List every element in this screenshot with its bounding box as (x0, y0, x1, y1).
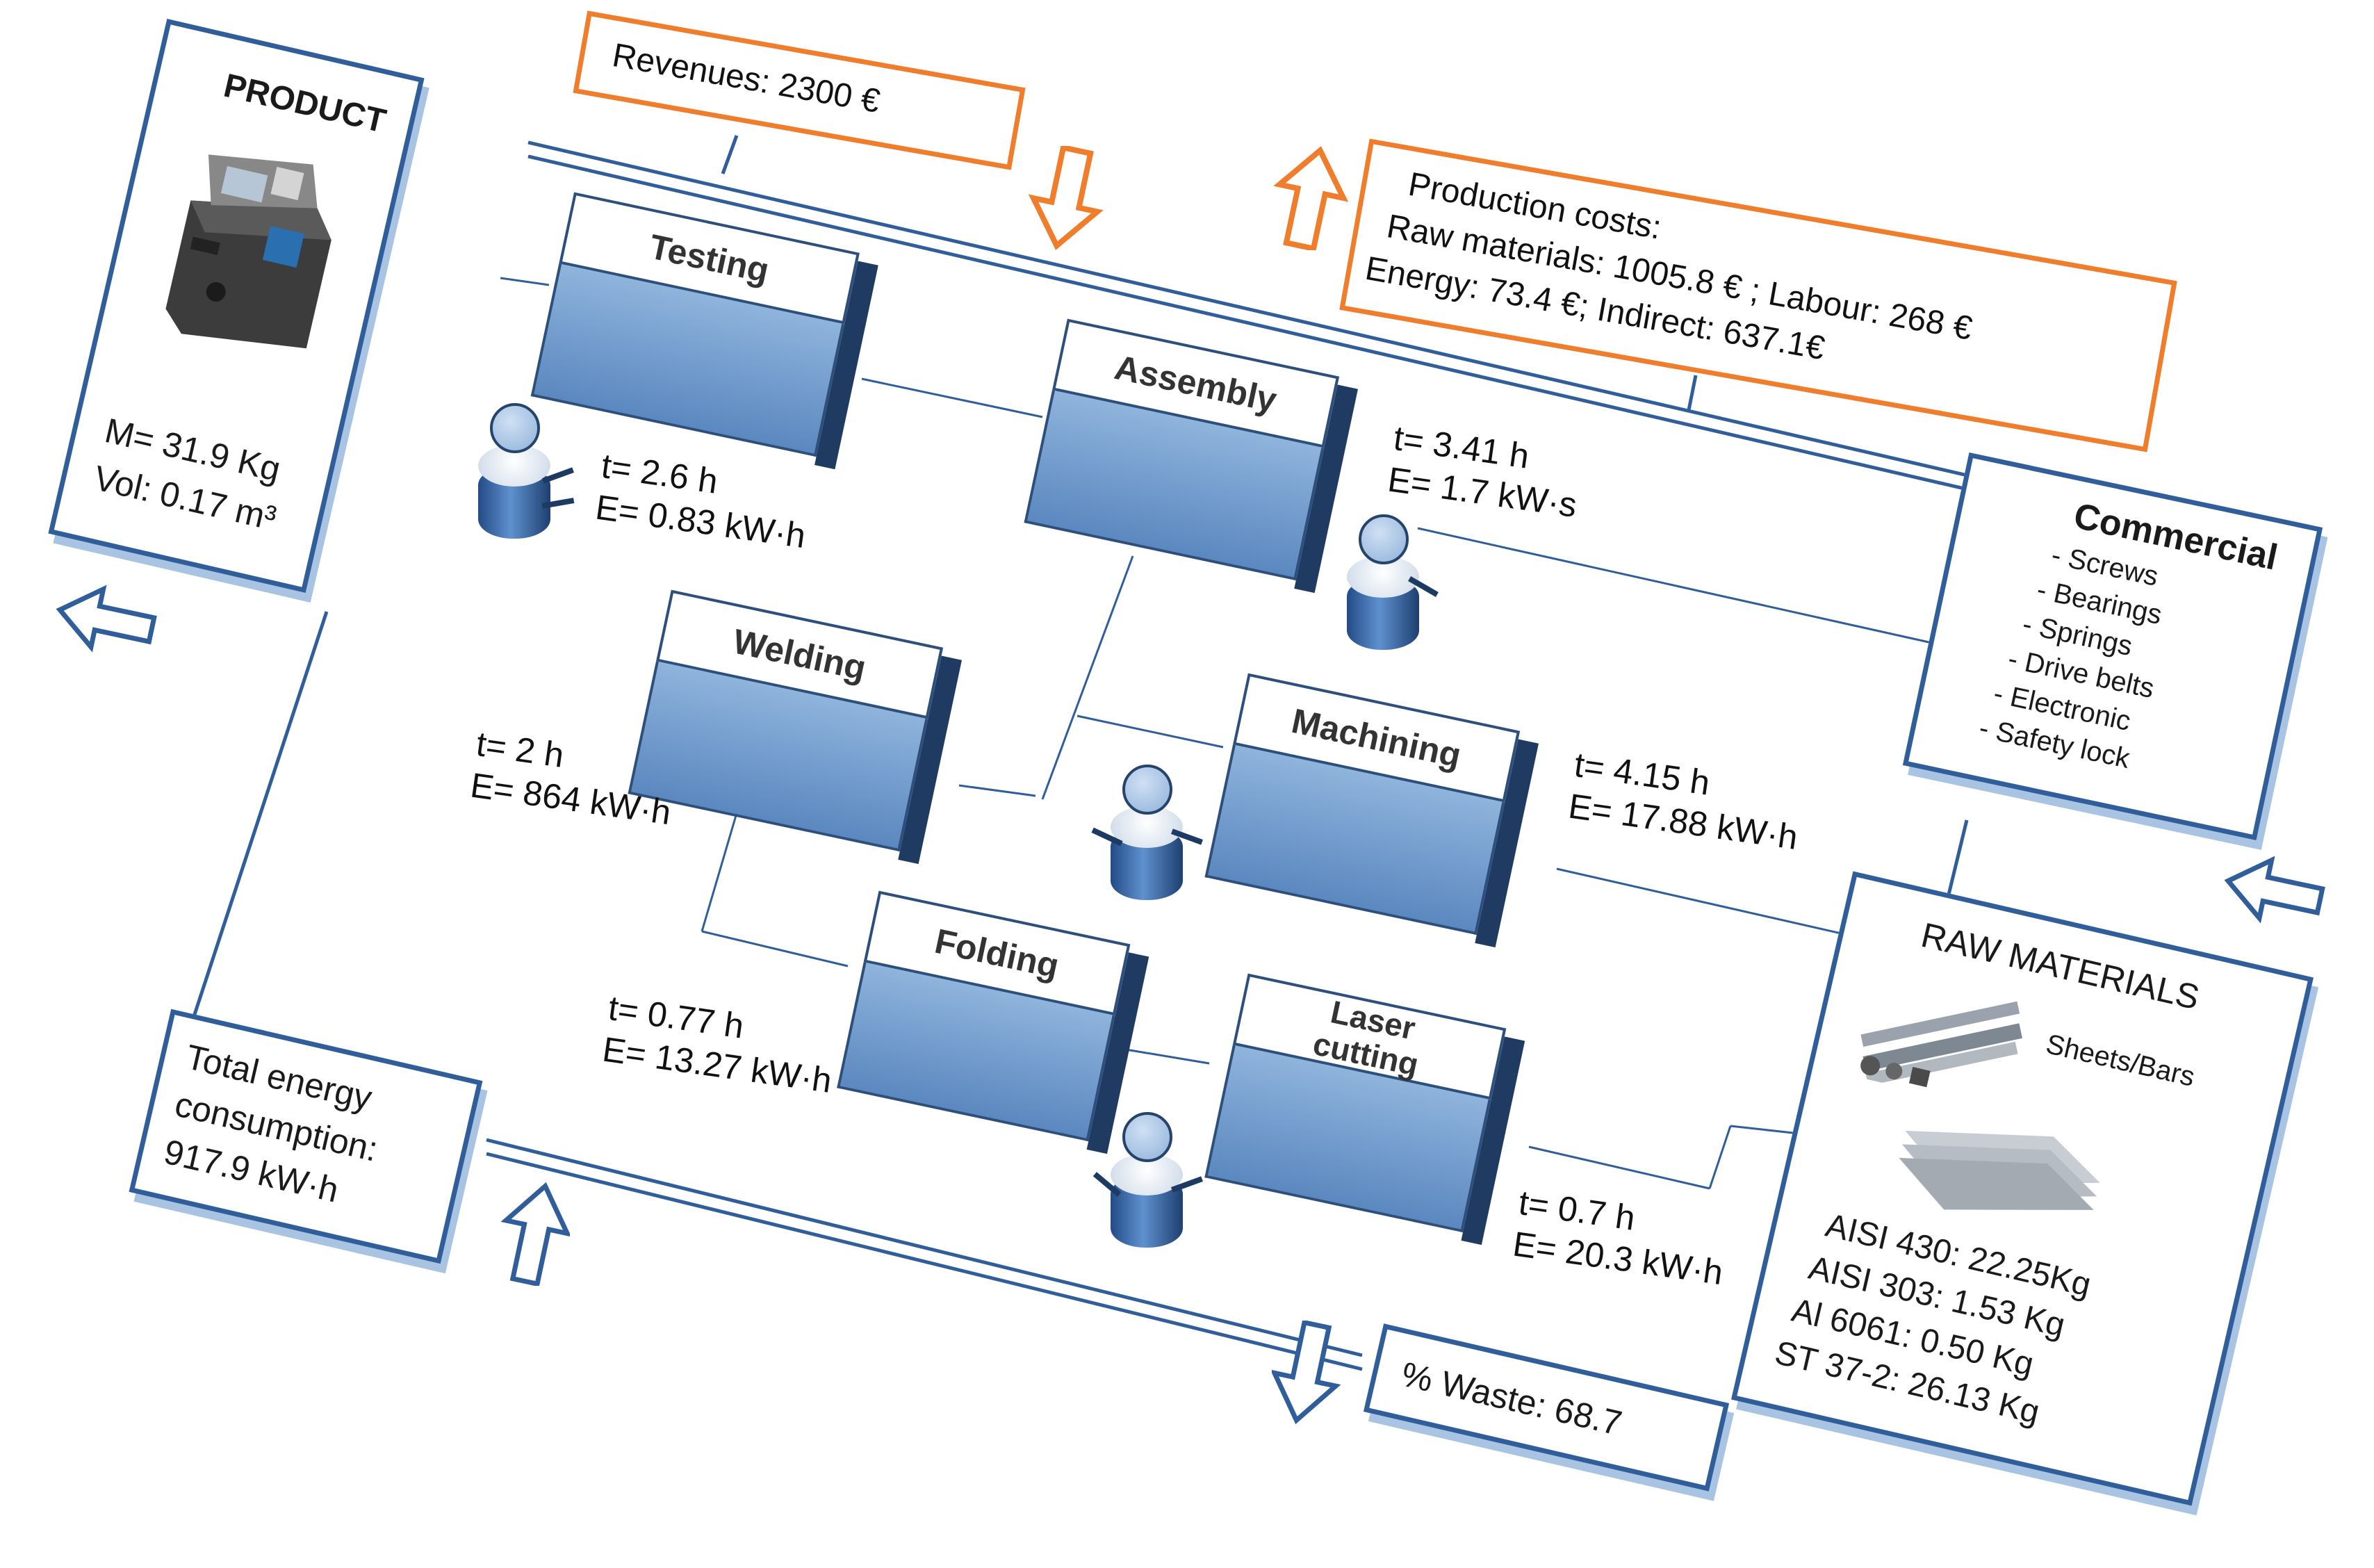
energy-up-arrow-icon (500, 1182, 570, 1286)
product-title: PRODUCT (220, 67, 390, 140)
product-box: PRODUCT M= 31.9 Kg Vol: 0.17 m³ (48, 18, 425, 594)
product-out-arrow-icon (56, 585, 157, 653)
raw-in-arrow-icon (2224, 856, 2325, 924)
worker-assembly-icon (1341, 514, 1439, 653)
worker-testing-icon (473, 403, 575, 542)
worker-laser-icon (1092, 1112, 1203, 1251)
cost-up-arrow-icon (1273, 146, 1348, 250)
metal-bars-icon (1840, 958, 2043, 1113)
product-machine-icon (140, 121, 363, 365)
raw-materials-box: RAW MATERIALS Sheets/Bars AISI 430: 22.2… (1730, 871, 2314, 1506)
revenue-down-arrow-icon (1029, 146, 1104, 250)
worker-machining-icon (1091, 765, 1203, 904)
waste-down-arrow-icon (1272, 1321, 1341, 1425)
metal-sheets-icon (1876, 1087, 2118, 1246)
raw-materials-image-label: Sheets/Bars (2043, 1029, 2198, 1093)
